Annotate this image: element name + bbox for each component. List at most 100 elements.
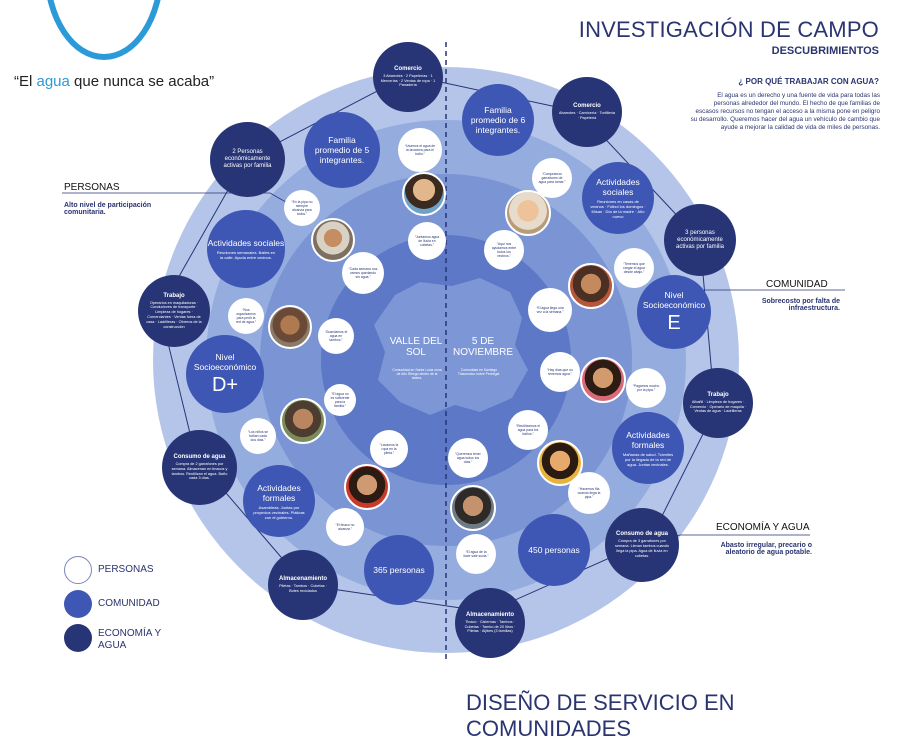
quote-bubble: “Los niños se bañan cada dos días.” bbox=[240, 418, 276, 454]
page-title: INVESTIGACIÓN DE CAMPO bbox=[578, 17, 879, 42]
portrait-photo bbox=[568, 263, 614, 309]
page-subtitle: DESCUBRIMIENTOS bbox=[771, 45, 879, 57]
left-almacenamiento-text: Piletas · Tambos · Cubetas · Botes recic… bbox=[279, 584, 327, 593]
right-familia-bubble: Familia promedio de 6 integrantes. bbox=[462, 84, 534, 156]
right-comercio-text: Abarrotes · Carnicería · Tortillería · P… bbox=[558, 111, 616, 120]
right-almacenamiento-text: Tinaco · Cisternas · Tambos · Cubetas · … bbox=[464, 619, 516, 634]
left-comercio-bubble: Comercio 3 Abarrotes · 2 Papelerías · 1 … bbox=[373, 42, 443, 112]
left-trabajo-title: Trabajo bbox=[163, 292, 185, 299]
right-comercio-title: Comercio bbox=[573, 103, 601, 110]
right-consumo-title: Consumo de agua bbox=[615, 531, 668, 538]
portrait-photo bbox=[580, 357, 626, 403]
legend-comunidad-label: COMUNIDAD bbox=[98, 598, 160, 609]
right-actividades-formales-text: Mañanas de salud. Trámites por la llegad… bbox=[622, 451, 674, 467]
left-comercio-title: Comercio bbox=[394, 65, 422, 72]
quote-bubble: “Hay días que no tenemos agua.” bbox=[540, 352, 580, 392]
economia-text: Abasto irregular, precario o aleatorio d… bbox=[720, 542, 812, 556]
right-trabajo-bubble: Trabajo Albañil · Limpieza de hogares · … bbox=[683, 368, 753, 438]
portrait-photo bbox=[505, 190, 551, 236]
right-consumo-bubble: Consumo de agua Compra de 3 garrafones p… bbox=[605, 508, 679, 582]
center-left-note: Comunidad en Santa Lucia zona de Alto Ri… bbox=[392, 368, 442, 381]
left-economic-text: 2 Personas económicamente activas por fa… bbox=[223, 149, 272, 169]
legend-economia-swatch bbox=[64, 624, 92, 652]
right-economic-bubble: 3 personas económicamente activas por fa… bbox=[664, 204, 736, 276]
left-nivel-title: Nivel Socioeconómico bbox=[193, 351, 257, 372]
quote-bubble: “Nos organizamos para pedir la red de ag… bbox=[228, 298, 264, 334]
left-actividades-formales-title: Actividades formales bbox=[257, 482, 301, 503]
left-almacenamiento-bubble: Almacenamiento Piletas · Tambos · Cubeta… bbox=[268, 550, 338, 620]
quote-bubble: “Queremos tener agua todos los días.” bbox=[448, 438, 488, 478]
quote-bubble: “Lavamos la ropa en la pileta.” bbox=[370, 430, 408, 468]
right-comercio-bubble: Comercio Abarrotes · Carnicería · Tortil… bbox=[552, 77, 622, 147]
left-consumo-title: Consumo de agua bbox=[173, 453, 226, 460]
personas-label: PERSONAS bbox=[64, 182, 120, 193]
left-actividades-sociales-bubble: Actividades sociales Reuniones semanales… bbox=[207, 210, 285, 288]
quote-bubble: “Aquí nos ayudamos entre todos los vecin… bbox=[484, 230, 524, 270]
left-familia-text: Familia promedio de 5 integrantes. bbox=[314, 135, 370, 165]
tagline: “El agua que nunca se acaba” bbox=[14, 73, 215, 90]
left-almacenamiento-title: Almacenamiento bbox=[278, 576, 327, 583]
left-nivel-bubble: Nivel Socioeconómico D+ bbox=[186, 335, 264, 413]
quote-bubble: “El agua llega una vez a la semana.” bbox=[528, 288, 572, 332]
portrait-photo bbox=[280, 398, 326, 444]
legend-economia-label: ECONOMÍA Y AGUA bbox=[98, 628, 161, 651]
quote-bubble: “El agua de la llave sale sucia.” bbox=[456, 534, 496, 574]
right-familia-text: Familia promedio de 6 integrantes. bbox=[470, 105, 526, 135]
left-consumo-bubble: Consumo de agua Compra de 2 garrafones p… bbox=[162, 430, 237, 505]
left-actividades-formales-bubble: Actividades formales Asambleas. Juntas p… bbox=[243, 465, 315, 537]
right-personas-count: 450 personas bbox=[528, 545, 580, 555]
right-trabajo-text: Albañil · Limpieza de hogares · Comercio… bbox=[689, 399, 747, 414]
comunidad-text: Sobrecosto por falta de infraestructura. bbox=[761, 298, 840, 312]
quote-bubble: “Juntamos agua de lluvia en cubetas.” bbox=[408, 222, 446, 260]
quote-bubble: “El tinaco no alcanza.” bbox=[326, 508, 364, 546]
tagline-accent: agua bbox=[36, 73, 70, 90]
center-right-title: 5 DE NOVIEMBRE bbox=[452, 336, 513, 358]
center-right-note: Comunidad en Santiago Tlaxomulco sobre P… bbox=[457, 368, 501, 377]
right-actividades-sociales-bubble: Actividades sociales Reuniones en casas … bbox=[582, 162, 654, 234]
portrait-photo bbox=[402, 172, 446, 216]
right-actividades-formales-bubble: Actividades formales Mañanas de salud. T… bbox=[612, 412, 684, 484]
quote-bubble: “El agua no es suficiente para la famili… bbox=[324, 384, 356, 416]
right-trabajo-title: Trabajo bbox=[707, 391, 729, 398]
portrait-photo bbox=[311, 218, 355, 262]
portrait-photo bbox=[344, 464, 390, 510]
quote-bubble: “Compramos garrafones de agua para tomar… bbox=[532, 158, 572, 198]
map-shape bbox=[374, 278, 528, 415]
right-actividades-sociales-text: Reuniones en casas de vecinos · Fútbol l… bbox=[590, 199, 646, 219]
quote-bubble: “Hacemos fila cuando llega la pipa.” bbox=[568, 472, 610, 514]
left-nivel-value: D+ bbox=[211, 373, 239, 396]
intro-paragraph: El agua es un derecho y una fuente de vi… bbox=[690, 92, 880, 131]
quote-bubble: “Reutilizamos el agua para los baños.” bbox=[508, 410, 548, 450]
legend-comunidad-swatch bbox=[64, 590, 92, 618]
quote-bubble: “Tenemos que cargar el agua desde abajo.… bbox=[614, 248, 654, 288]
right-actividades-formales-title: Actividades formales bbox=[626, 429, 670, 450]
quote-bubble: “En la pipa no siempre alcanza para todo… bbox=[284, 190, 320, 226]
left-consumo-text: Compra de 2 garrafones por semana. Almac… bbox=[171, 461, 228, 481]
left-personas-bubble: 365 personas bbox=[364, 535, 434, 605]
quote-bubble: “Cada semana nos vamos quedando sin agua… bbox=[342, 252, 384, 294]
right-consumo-text: Compra de 3 garrafones por semana. Llena… bbox=[614, 539, 670, 558]
personas-text: Alto nivel de participación comunitaria. bbox=[64, 202, 152, 216]
left-actividades-sociales-title: Actividades sociales bbox=[207, 238, 285, 248]
quote-bubble: “Guardamos el agua en tambos.” bbox=[318, 318, 354, 354]
portrait-photo bbox=[268, 305, 312, 349]
left-actividades-formales-text: Asambleas. Juntas por proyectos vecinale… bbox=[253, 504, 305, 520]
footer-title: DISEÑO DE SERVICIO EN COMUNIDADES bbox=[466, 690, 735, 741]
portrait-photo bbox=[450, 485, 496, 531]
right-economic-text: 3 personas económicamente activas por fa… bbox=[675, 229, 725, 250]
left-trabajo-text: Operarios en maquiladoras · Conductores … bbox=[146, 300, 202, 329]
right-actividades-sociales-title: Actividades sociales bbox=[596, 177, 640, 197]
quote-bubble: “Usamos el agua de la lavadora para el b… bbox=[398, 128, 442, 172]
question-heading: ¿ POR QUÉ TRABAJAR CON AGUA? bbox=[738, 77, 879, 86]
right-personas-bubble: 450 personas bbox=[518, 514, 590, 586]
left-economic-bubble: 2 Personas económicamente activas por fa… bbox=[210, 122, 285, 197]
right-almacenamiento-title: Almacenamiento bbox=[465, 611, 514, 618]
center-left-title: VALLE DEL SOL bbox=[389, 336, 443, 358]
left-actividades-sociales-text: Reuniones semanales. Bailes en la calle.… bbox=[216, 250, 276, 260]
portrait-photo bbox=[537, 440, 583, 486]
left-trabajo-bubble: Trabajo Operarios en maquiladoras · Cond… bbox=[138, 275, 210, 347]
left-comercio-text: 3 Abarrotes · 2 Papelerías · 1 Mercerías… bbox=[380, 73, 436, 88]
comunidad-label: COMUNIDAD bbox=[766, 279, 828, 290]
legend-personas-label: PERSONAS bbox=[98, 564, 154, 575]
right-nivel-bubble: Nivel Socioeconómico E bbox=[637, 275, 711, 349]
